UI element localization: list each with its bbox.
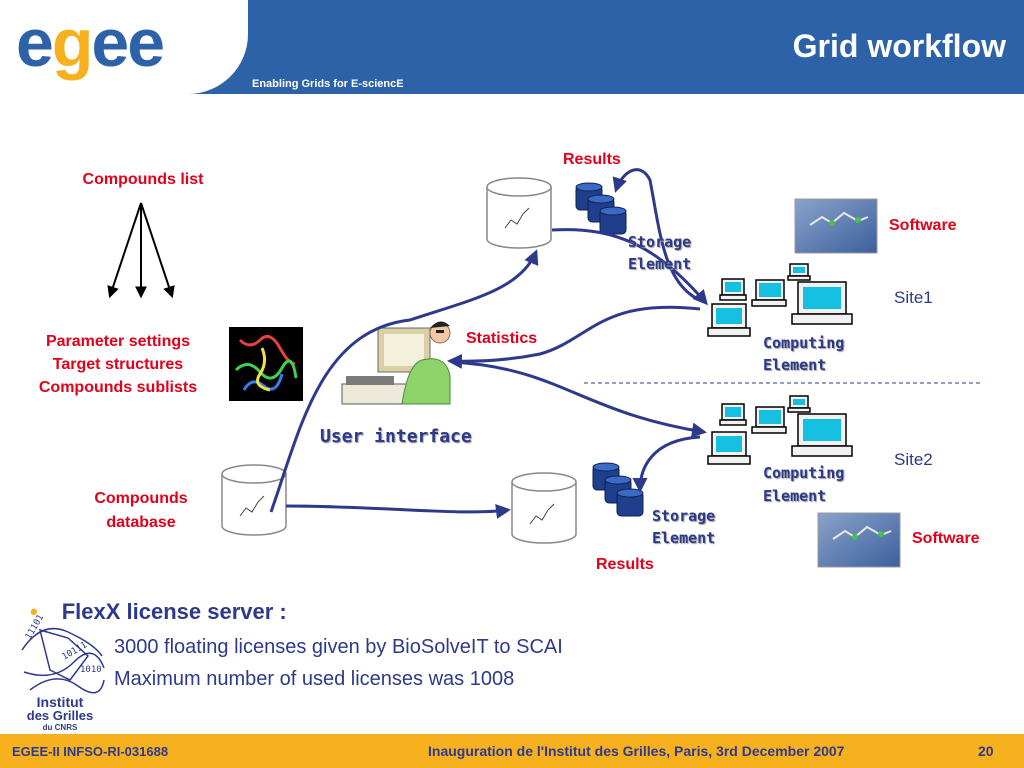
user-figure [341,321,451,405]
storage-element-top-line2: Element [628,255,692,273]
storage-stack-top [575,182,627,235]
database-cylinder-left [221,464,287,536]
storage-stack-bottom [592,462,644,517]
software-site1-label: Software [889,217,957,234]
computing-element-site2-line2: Element [763,487,827,505]
software-image-site2 [817,512,901,568]
institut-logo: Institut des Grilles du CNRS [14,695,106,732]
database-cylinder-bottom [511,472,577,544]
sub-bullet: Maximum number of used licenses was 1008 [114,668,515,690]
sub-bullet: 3000 floating licenses given by BioSolve… [114,636,563,658]
page-number: 20 [978,743,994,759]
compounds-database-label-line2: database [106,514,176,531]
bullet-dot-icon: • [30,599,38,624]
database-cylinder-top [486,177,552,249]
computing-element-site1-line2: Element [763,356,827,374]
target-structures-label: Target structures [52,356,184,373]
workflow-diagram: 11101 10111 1010 [21,168,980,694]
logo-panel [0,0,248,94]
institut-logo-line2: des Grilles [26,708,94,723]
institut-logo-line3: du CNRS [42,723,78,732]
storage-element-bottom-line1: Storage [652,507,716,525]
split-arrows [107,202,175,299]
storage-element-top-line1: Storage [628,233,692,251]
egee-logo: egee [16,5,165,81]
site2-label: Site2 [894,450,933,469]
computing-element-site2-line1: Computing [763,464,845,482]
svg-text:1010: 1010 [80,665,102,675]
bullet-flexx: • FlexX license server : [30,599,287,625]
compounds-sublists-label: Compounds sublists [38,379,198,396]
computing-element-site1-line1: Computing [763,334,845,352]
statistics-label: Statistics [466,330,538,347]
results-bottom-label: Results [596,556,654,573]
site1-label: Site1 [894,288,933,307]
computing-cluster-site1 [707,263,853,337]
parameter-settings-label: Parameter settings [45,333,191,350]
bullet-flexx-text: FlexX license server : [61,599,287,624]
institut-logo-line1: Institut [36,694,84,710]
footer-project-id: EGEE-II INFSO-RI-031688 [12,744,169,759]
computing-cluster-site2 [707,395,853,465]
compounds-database-label-line1: Compounds [94,490,188,507]
tagline: Enabling Grids for E-sciencE [252,78,404,90]
software-site2-label: Software [912,530,980,547]
results-top-label: Results [563,151,621,168]
software-image-site1 [794,198,878,254]
user-interface-label: User interface [320,426,472,447]
footer-event: Inauguration de l'Institut des Grilles, … [428,743,845,759]
slide-title: Grid workflow [792,28,1006,64]
compounds-list-label: Compounds list [82,171,204,188]
protein-structure-image [229,327,303,401]
institut-logo-graphic [21,627,105,694]
footer-bar [0,734,1024,768]
workflow-arrows [269,168,708,519]
storage-element-bottom-line2: Element [652,529,716,547]
